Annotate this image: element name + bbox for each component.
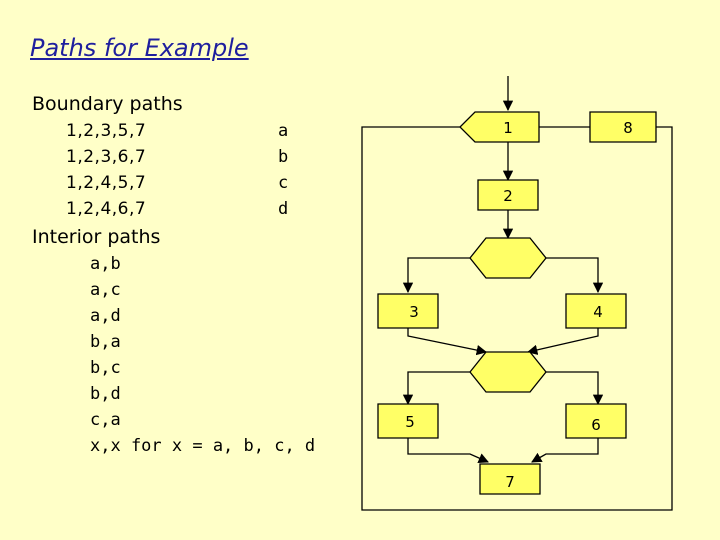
boundary-label-c: c [278,173,289,193]
decision-1-shape [469,237,547,279]
node-4-shape [565,293,627,329]
node-1-label: 1 [503,119,513,137]
edge-3-dec2 [407,328,488,356]
interior-path: a,d [90,306,121,326]
node-7-label: 7 [505,473,515,491]
boundary-label-a: a [278,121,289,141]
interior-path: a,c [90,280,121,300]
edge-5-7 [407,438,489,463]
interior-paths-heading: Interior paths [32,226,161,248]
edge-dec2-6 [546,371,604,406]
interior-path: b,d [90,384,121,404]
node-4-label: 4 [593,303,603,321]
interior-path: x,x for x = a, b, c, d [90,436,316,456]
node-3-label: 3 [409,303,419,321]
node-7-shape [479,463,541,495]
node-8-shape [589,111,657,143]
boundary-path-c: 1,2,4,5,7 [66,173,147,193]
boundary-label-d: d [278,199,289,219]
interior-path: b,a [90,332,121,352]
node-2-shape [477,179,539,211]
interior-path: b,c [90,358,121,378]
node-3-shape [377,293,439,329]
edge-6-7 [531,438,599,463]
node-5-shape [377,403,439,439]
decision-2-shape [469,351,547,393]
interior-path: c,a [90,410,121,430]
boundary-path-d: 1,2,4,6,7 [66,199,147,219]
node-1-shape [459,111,540,143]
node-6-shape [565,403,627,439]
edge-dec2-5 [402,371,470,406]
node-6-label: 6 [591,416,601,434]
node-5-label: 5 [405,413,415,431]
edge-4-dec2 [526,328,599,355]
page-title: Paths for Example [30,34,249,62]
boundary-path-a: 1,2,3,5,7 [66,121,147,141]
node-8-label: 8 [623,119,633,137]
boundary-label-b: b [278,147,289,167]
boundary-path-b: 1,2,3,6,7 [66,147,147,167]
node-2-label: 2 [503,187,513,205]
interior-path: a,b [90,254,121,274]
edge-8-loop [361,126,673,511]
edge-dec-3 [402,257,470,294]
boundary-paths-heading: Boundary paths [32,93,183,115]
edge-dec-4 [546,257,604,294]
